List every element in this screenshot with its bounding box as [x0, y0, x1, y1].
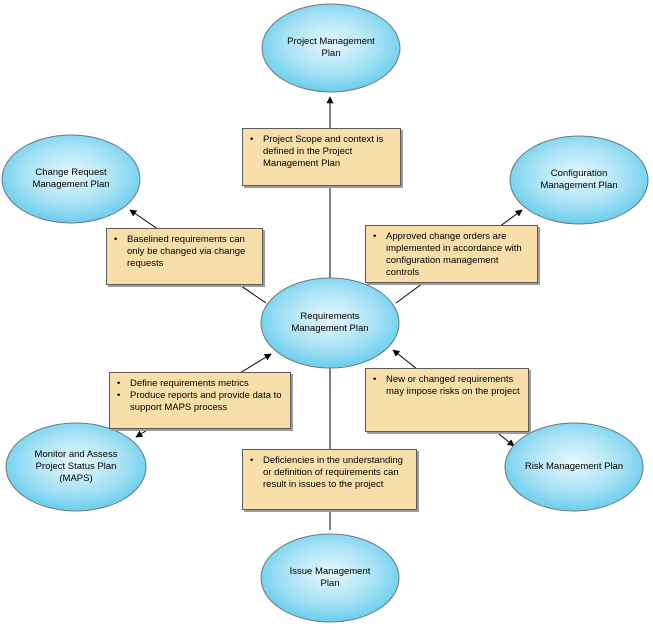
ellipses: [1, 3, 649, 623]
node-pmp-shape: [261, 3, 401, 93]
note-bullet: New or changed requirements may impose r…: [372, 374, 522, 398]
note-risks: New or changed requirements may impose r…: [365, 368, 529, 432]
note-bullet: Produce reports and provide data to supp…: [116, 390, 284, 414]
node-risk-shape: [504, 422, 644, 512]
note-bullet: Approved change orders are implemented i…: [372, 231, 531, 279]
node-maps-shape: [5, 422, 147, 512]
note-bullet: Baselined requirements can only be chang…: [113, 234, 256, 270]
note-requirements-metrics: Define requirements metrics Produce repo…: [109, 372, 291, 429]
note-approved-change-orders: Approved change orders are implemented i…: [365, 225, 538, 283]
note-bullet: Define requirements metrics: [116, 378, 284, 390]
note-deficiencies: Deficiencies in the understanding or def…: [242, 449, 417, 510]
node-rmp-shape: [260, 277, 400, 369]
note-project-scope: Project Scope and context is defined in …: [242, 128, 401, 186]
note-bullet: Deficiencies in the understanding or def…: [249, 455, 410, 491]
node-issue-shape: [260, 533, 400, 623]
node-crmp-shape: [1, 134, 141, 224]
node-cmp-shape: [509, 135, 649, 225]
note-bullet: Project Scope and context is defined in …: [249, 134, 394, 170]
note-baselined-requirements: Baselined requirements can only be chang…: [106, 228, 263, 285]
